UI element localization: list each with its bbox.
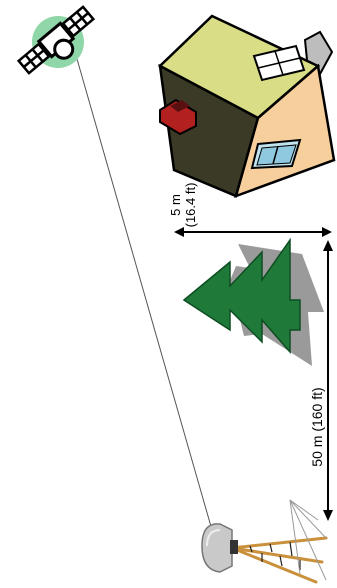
distance-label: 50 m (160 ft): [309, 387, 325, 466]
house-height-label-line2: (16.4 ft): [183, 183, 198, 228]
tree-shape: [184, 240, 300, 352]
house-illustration: [160, 16, 334, 196]
distance-arrow: [323, 240, 333, 521]
satellite-icon: [17, 5, 101, 83]
house-height-arrow: [174, 227, 332, 237]
house-height-label-line1: 5 m: [168, 194, 183, 216]
gps-receiver-tripod: [202, 500, 326, 582]
tree-illustration: [184, 240, 324, 366]
